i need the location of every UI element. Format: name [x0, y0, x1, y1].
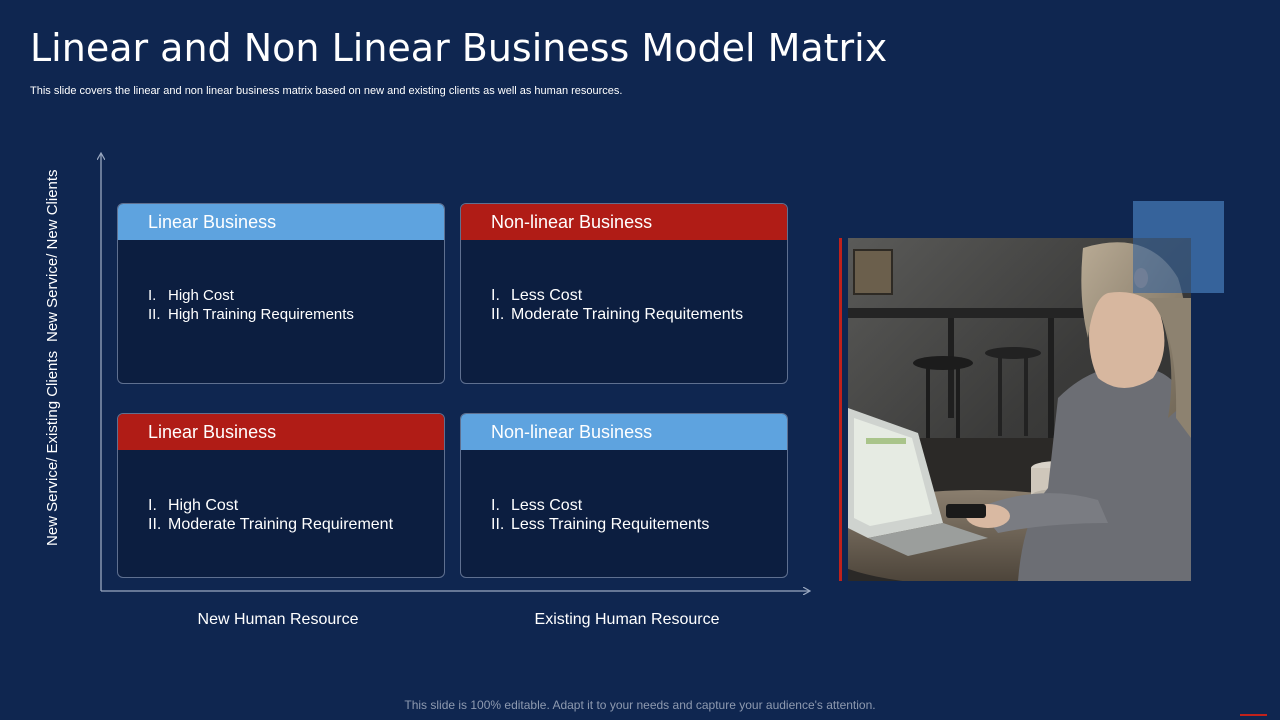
quadrant-new-clients-existing-hr: Non-linear Business I. Less Cost II. Moder… — [460, 203, 788, 384]
list-item: I. High Cost — [148, 496, 444, 515]
quadrant-heading: Non-linear Business — [461, 204, 787, 240]
list-item-text: Less Cost — [511, 287, 583, 304]
quadrant-list: I. Less Cost II. Less Training Requitement… — [461, 450, 787, 534]
quadrant-list: I. Less Cost II. Moderate Training Requite… — [461, 240, 787, 324]
list-item-text: Moderate Training Requirement — [168, 516, 394, 533]
quadrant-list: I. High Cost II. High Training Requirement… — [118, 240, 444, 324]
y-axis-label-new-clients: New Service/ New Clients — [44, 169, 61, 342]
list-item-number: II. — [148, 516, 162, 533]
x-axis-label-existing-hr: Existing Human Resource — [534, 611, 720, 628]
list-item-text: Moderate Training Requitements — [511, 306, 744, 323]
list-item-number: I. — [148, 497, 157, 514]
list-item: I. High Cost — [148, 286, 444, 305]
list-item-number: I. — [491, 287, 500, 304]
photo-illustration — [848, 238, 1191, 581]
list-item: II. High Training Requirements — [148, 305, 444, 324]
list-item: II. Moderate Training Requirement — [148, 515, 444, 534]
corner-accent-line — [1240, 714, 1267, 716]
list-item-text: High Cost — [168, 287, 234, 304]
list-item-number: II. — [148, 306, 161, 323]
woman-with-laptop-photo — [848, 238, 1191, 581]
list-item: II. Moderate Training Requitements — [491, 305, 787, 324]
list-item-number: II. — [491, 306, 505, 323]
slide-subtitle: This slide covers the linear and non lin… — [30, 85, 623, 97]
quadrant-heading: Linear Business — [118, 204, 444, 240]
list-item: I. Less Cost — [491, 496, 787, 515]
list-item-text: High Cost — [168, 497, 239, 514]
quadrant-existing-clients-existing-hr: Non-linear Business I. Less Cost II. Less … — [460, 413, 788, 578]
list-item-number: I. — [491, 497, 500, 514]
photo-overlay-square — [1133, 238, 1191, 293]
quadrant-new-clients-new-hr: Linear Business I. High Cost II. High Trai… — [117, 203, 445, 384]
list-item-number: II. — [491, 516, 505, 533]
list-item: II. Less Training Requitements — [491, 515, 787, 534]
quadrant-existing-clients-new-hr: Linear Business I. High Cost II. Moderate … — [117, 413, 445, 578]
list-item-text: Less Training Requitements — [511, 516, 710, 533]
footer-note: This slide is 100% editable. Adapt it to… — [404, 698, 876, 712]
photo-accent-bar — [839, 238, 842, 581]
list-item: I. Less Cost — [491, 286, 787, 305]
list-item-number: I. — [148, 287, 157, 304]
x-axis-label-new-hr: New Human Resource — [197, 611, 359, 628]
list-item-text: High Training Requirements — [168, 306, 354, 323]
quadrant-heading: Non-linear Business — [461, 414, 787, 450]
slide-title: Linear and Non Linear Business Model Mat… — [30, 26, 888, 70]
quadrant-list: I. High Cost II. Moderate Training Require… — [118, 450, 444, 534]
y-axis-label-existing-clients: New Service/ Existing Clients — [44, 350, 61, 546]
list-item-text: Less Cost — [511, 497, 583, 514]
quadrant-heading: Linear Business — [118, 414, 444, 450]
